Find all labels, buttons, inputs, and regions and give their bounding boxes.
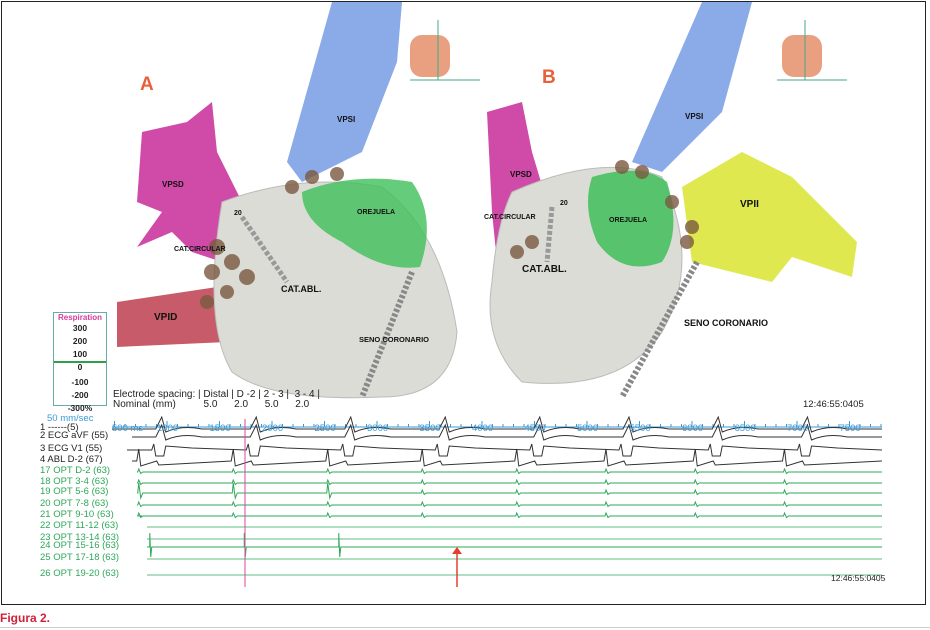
- respiration-tick: -100: [71, 377, 89, 387]
- trace-5: [137, 478, 882, 486]
- trace-1: [132, 423, 882, 441]
- egm-traces: [112, 415, 883, 587]
- time-axis-tick-label: 3500: [419, 423, 441, 434]
- torso-icon-a: [410, 20, 480, 81]
- time-axis-unit-label: 500 ms: [112, 423, 144, 434]
- time-axis-tick-label: 2500: [314, 423, 336, 434]
- channel-label: 19 OPT 5-6 (63): [40, 486, 109, 497]
- trace-8: [137, 511, 882, 519]
- red-arrow-icon: [452, 547, 462, 554]
- channel-label: 4 ABL D-2 (67): [40, 454, 103, 465]
- respiration-tick: 200: [72, 336, 88, 346]
- electrode-spacing: Electrode spacing: | Distal | D -2 | 2 -…: [113, 390, 320, 410]
- time-axis-tick-label: 6500: [734, 423, 756, 434]
- label-vpsi-b: VPSI: [685, 112, 704, 121]
- channel-label: 25 OPT 17-18 (63): [40, 552, 120, 563]
- sweep-speed-label: 50 mm/sec: [47, 413, 94, 424]
- time-axis-tick-label: 5500: [629, 423, 651, 434]
- channel-label: 1 ------(5): [40, 422, 79, 433]
- label-cat-circular-a: CAT.CIRCULAR: [174, 246, 226, 253]
- trace-11: [147, 532, 882, 558]
- electroanatomic-maps: [117, 2, 857, 399]
- caption-divider: [0, 627, 930, 628]
- channel-label: 3 ECG V1 (55): [40, 443, 103, 454]
- channel-label: 23 OPT 13-14 (63): [40, 532, 120, 543]
- channel-label: 2 ECG aVF (55): [40, 430, 109, 441]
- vein-vpii-b: [682, 152, 857, 282]
- label-cat-circular-b: CAT.CIRCULAR: [484, 214, 536, 221]
- label-vpsd-a: VPSD: [162, 180, 184, 189]
- torso-icon-b: [777, 20, 847, 81]
- panel-label-a: A: [140, 74, 154, 95]
- channel-label: 26 OPT 19-20 (63): [40, 568, 120, 579]
- label-vpid-a: VPID: [154, 312, 178, 323]
- label-cat-abl-b: CAT.ABL.: [522, 264, 567, 275]
- time-axis-tick-label: 2000: [262, 423, 284, 434]
- time-axis-tick-label: 3000: [367, 423, 389, 434]
- panel-label-b: B: [542, 67, 556, 88]
- trace-4: [137, 467, 882, 475]
- timestamp-bottom: 12:46:55:0405: [831, 573, 886, 583]
- label-cat-abl-a: CAT.ABL.: [281, 284, 322, 294]
- respiration-title: Respiration: [57, 313, 102, 322]
- figure-caption: Figura 2.: [0, 611, 51, 625]
- time-axis-tick-label: 4500: [524, 423, 546, 434]
- trace-7: [137, 500, 882, 508]
- time-axis-tick-label: 1000: [157, 423, 179, 434]
- vein-vpid-a: [117, 287, 227, 347]
- channel-label: 22 OPT 11-12 (63): [40, 520, 119, 531]
- respiration-tick: 300: [72, 323, 88, 333]
- electrode-number-b: 20: [560, 200, 568, 207]
- channel-label: 18 OPT 3-4 (63): [40, 476, 109, 487]
- trace-6: [137, 482, 882, 500]
- vein-vpsi-a: [287, 2, 402, 182]
- label-seno-b: SENO CORONARIO: [684, 318, 769, 328]
- label-orejuela-b: OREJUELA: [609, 217, 648, 224]
- label-vpsd-b: VPSD: [510, 170, 532, 179]
- respiration-tick: 100: [72, 349, 88, 359]
- channel-label: 24 OPT 15-16 (63): [40, 540, 120, 551]
- appendage-a: [302, 178, 427, 268]
- figure-frame: A B VPSI VPSD OREJUELA CAT.CIRCULAR CAT.…: [1, 1, 926, 605]
- respiration-tick-zero: 0: [54, 361, 106, 376]
- time-axis-tick-label: 7000: [787, 423, 809, 434]
- label-vpsi-a: VPSI: [337, 115, 356, 124]
- map-b: [487, 2, 857, 399]
- vein-vpsi-b: [632, 2, 752, 172]
- time-axis-tick-label: 4000: [472, 423, 494, 434]
- label-vpii-b: VPII: [740, 199, 759, 210]
- channel-label: 21 OPT 9-10 (63): [40, 509, 114, 520]
- trace-0: [112, 415, 882, 433]
- electrode-number-a: 20: [234, 210, 242, 217]
- respiration-gauge: Respiration 300 200 100 0 -100 -200 -300…: [53, 312, 107, 413]
- timestamp-top: 12:46:55:0405: [803, 399, 864, 410]
- vein-vpsd-a: [137, 102, 242, 262]
- time-axis-tick-label: 6000: [682, 423, 704, 434]
- appendage-b: [588, 170, 674, 267]
- label-orejuela-a: OREJUELA: [357, 209, 396, 216]
- electrode-spacing-row: Electrode spacing: | Distal | D -2 | 2 -…: [113, 389, 320, 400]
- time-axis-tick-label: 7500: [839, 423, 861, 434]
- label-seno-a: SENO CORONARIO: [359, 335, 430, 344]
- trace-3: [132, 448, 883, 467]
- time-axis-tick-label: 5000: [577, 423, 599, 434]
- respiration-tick: -200: [71, 390, 89, 400]
- map-a: [117, 2, 480, 399]
- trace-2: [127, 443, 883, 457]
- time-axis-tick-label: 1500: [209, 423, 231, 434]
- channel-label: 17 OPT D-2 (63): [40, 465, 111, 476]
- respiration-tick: -300%: [67, 403, 93, 413]
- electrode-nominal-row: Nominal (mm) 5.0 2.0 5.0 2.0: [113, 399, 310, 410]
- channel-label: 20 OPT 7-8 (63): [40, 498, 109, 509]
